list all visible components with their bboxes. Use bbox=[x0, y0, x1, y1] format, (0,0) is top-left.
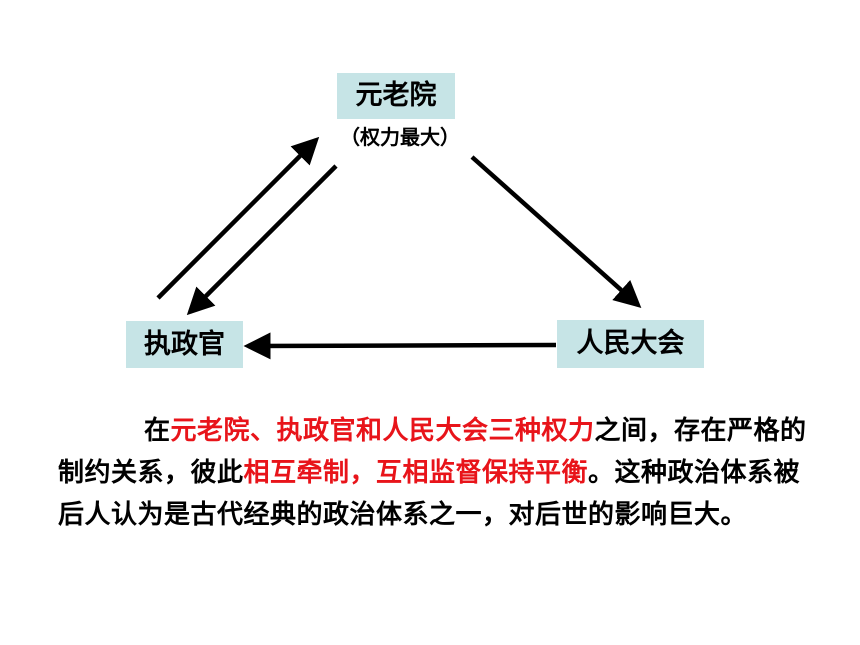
node-consul: 执政官 bbox=[126, 321, 243, 368]
caption-segment: 。这种政治体系被后人认为是古代经典的政治体系之一，对后世的影响巨大。 bbox=[58, 458, 801, 530]
arrow-senate-to-consul bbox=[186, 164, 338, 316]
caption-highlight: 相互牵制，互相监督保持平衡 bbox=[243, 458, 589, 488]
arrow-consul-to-senate bbox=[156, 136, 320, 300]
caption-segment: 在 bbox=[144, 416, 171, 446]
arrow-assembly-to-consul bbox=[243, 332, 557, 360]
node-senate: 元老院 bbox=[337, 73, 455, 119]
caption-segment: 之间，存在严格的制约关系，彼此 bbox=[58, 416, 807, 488]
caption-highlight: 元老院、执政官和人民大会三种权力 bbox=[170, 416, 595, 446]
arrow-senate-to-assembly bbox=[470, 155, 642, 308]
caption-paragraph: 在元老院、执政官和人民大会三种权力之间，存在严格的制约关系，彼此相互牵制，互相监… bbox=[58, 410, 818, 536]
senate-note: （权力最大） bbox=[340, 125, 460, 149]
node-assembly: 人民大会 bbox=[557, 320, 704, 368]
